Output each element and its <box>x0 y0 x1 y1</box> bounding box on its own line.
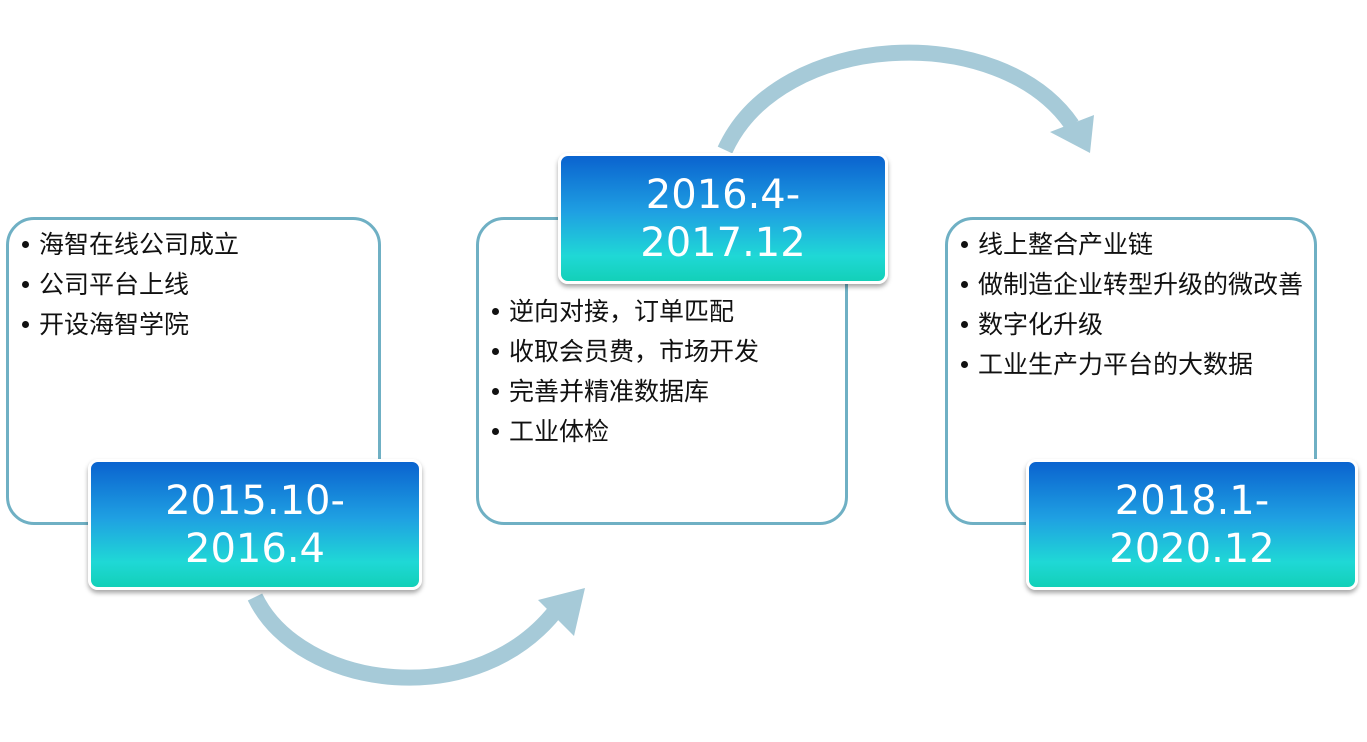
date-start: 2016.4- <box>645 171 801 218</box>
list-item: 数字化升级 <box>958 308 1313 341</box>
list-item: 工业生产力平台的大数据 <box>958 348 1313 381</box>
list-item-text: 逆向对接，订单匹配 <box>509 297 735 326</box>
stage-1-list: 海智在线公司成立 公司平台上线 开设海智学院 <box>19 228 369 348</box>
date-start: 2018.1- <box>1114 477 1270 524</box>
list-item-text: 做制造企业转型升级的微改善 <box>978 270 1304 299</box>
list-item-text: 开设海智学院 <box>39 310 190 339</box>
bullet-icon <box>492 348 499 355</box>
list-item: 完善并精准数据库 <box>489 375 839 408</box>
list-item-text: 完善并精准数据库 <box>509 377 710 406</box>
list-item-text: 数字化升级 <box>978 310 1104 339</box>
bullet-icon <box>492 308 499 315</box>
bullet-icon <box>961 361 968 368</box>
stage-1-date-box: 2015.10- 2016.4 <box>88 459 422 590</box>
date-end: 2017.12 <box>640 219 806 266</box>
curved-arrow-icon <box>247 588 585 686</box>
list-item-text: 海智在线公司成立 <box>39 230 240 259</box>
date-start: 2015.10- <box>165 477 345 524</box>
list-item: 工业体检 <box>489 415 839 448</box>
bullet-icon <box>22 321 29 328</box>
list-item: 逆向对接，订单匹配 <box>489 295 839 328</box>
list-item: 开设海智学院 <box>19 308 369 341</box>
curved-arrow-icon <box>717 44 1094 154</box>
stage-3-list: 线上整合产业链 做制造企业转型升级的微改善 数字化升级 工业生产力平台的大数据 <box>958 228 1313 388</box>
date-end: 2020.12 <box>1109 525 1275 572</box>
bullet-icon <box>22 281 29 288</box>
list-item: 公司平台上线 <box>19 268 369 301</box>
stage-2-list: 逆向对接，订单匹配 收取会员费，市场开发 完善并精准数据库 工业体检 <box>489 295 839 455</box>
list-item-text: 线上整合产业链 <box>978 230 1154 259</box>
stage-2-date-box: 2016.4- 2017.12 <box>558 153 888 284</box>
bullet-icon <box>961 281 968 288</box>
list-item-text: 收取会员费，市场开发 <box>509 337 760 366</box>
bullet-icon <box>961 241 968 248</box>
bullet-icon <box>22 241 29 248</box>
list-item: 海智在线公司成立 <box>19 228 369 261</box>
date-end: 2016.4 <box>185 525 325 572</box>
list-item-text: 工业生产力平台的大数据 <box>978 350 1254 379</box>
list-item-text: 公司平台上线 <box>39 270 190 299</box>
bullet-icon <box>492 388 499 395</box>
list-item: 线上整合产业链 <box>958 228 1313 261</box>
list-item: 做制造企业转型升级的微改善 <box>958 268 1313 301</box>
list-item: 收取会员费，市场开发 <box>489 335 839 368</box>
list-item-text: 工业体检 <box>509 417 610 446</box>
bullet-icon <box>961 321 968 328</box>
bullet-icon <box>492 428 499 435</box>
stage-3-date-box: 2018.1- 2020.12 <box>1026 459 1358 590</box>
